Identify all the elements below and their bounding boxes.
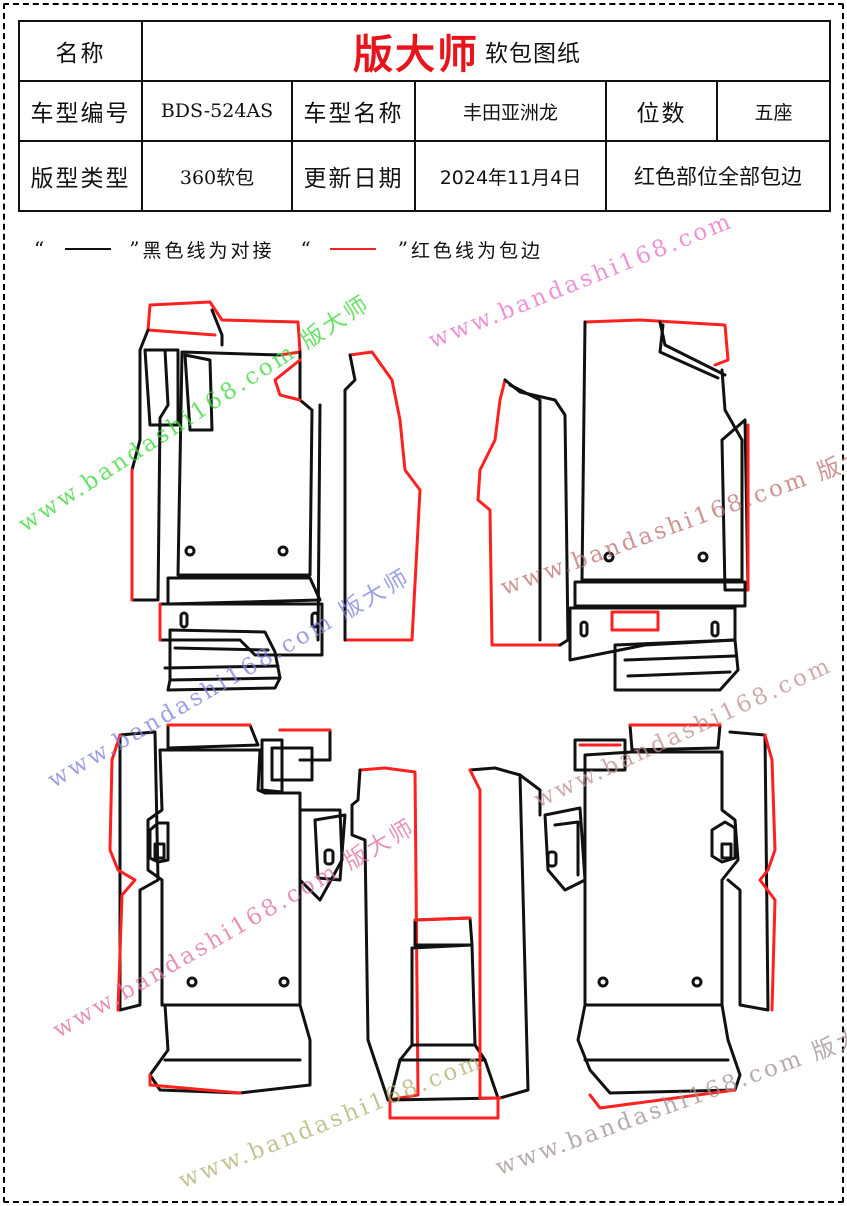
piece-front-left-side [273,350,422,642]
legend-close-quote: ” [129,237,143,261]
model-code-label: 车型编号 [18,80,143,142]
name-label: 名称 [18,20,143,82]
seats-label: 位数 [605,80,718,142]
title-cell: 版大师软包图纸 [141,20,831,82]
pattern-type-label: 版型类型 [18,140,143,212]
piece-rear-right-side [468,766,542,1100]
seats-value: 五座 [716,80,831,142]
line-legend: “ ” 黑色线为对接 “ ” 红色线为包边 [34,236,543,262]
red-line-swatch [329,248,376,250]
info-table: 名称 版大师软包图纸 车型编号 BDS-524AS 车型名称 丰田亚洲龙 位数 … [18,20,831,212]
piece-rear-left-side [350,766,420,1102]
page-frame [3,3,844,1203]
document-subtitle: 软包图纸 [485,41,581,67]
legend-open-quote-2: “ [300,237,314,261]
piece-front-right-mat [568,318,750,692]
model-name-label: 车型名称 [291,80,416,142]
pattern-type-value: 360软包 [141,140,293,212]
update-date-value: 2024年11月4日 [414,140,607,212]
update-date-label: 更新日期 [291,140,416,212]
black-line-swatch [65,248,112,250]
legend-open-quote: “ [34,237,48,261]
model-code-value: BDS-524AS [141,80,293,142]
piece-front-left-mat [130,300,324,692]
wrap-note: 红色部位全部包边 [605,140,831,212]
brand-name: 版大师 [353,31,479,78]
piece-front-right-side [476,378,570,647]
model-name-value: 丰田亚洲龙 [414,80,607,142]
piece-rear-left-mat [108,723,347,1095]
piece-rear-right-mat [543,723,777,1110]
black-line-label: 黑色线为对接 [142,239,275,262]
red-line-label: 红色线为包边 [410,239,543,262]
legend-close-quote-2: ” [397,237,411,261]
